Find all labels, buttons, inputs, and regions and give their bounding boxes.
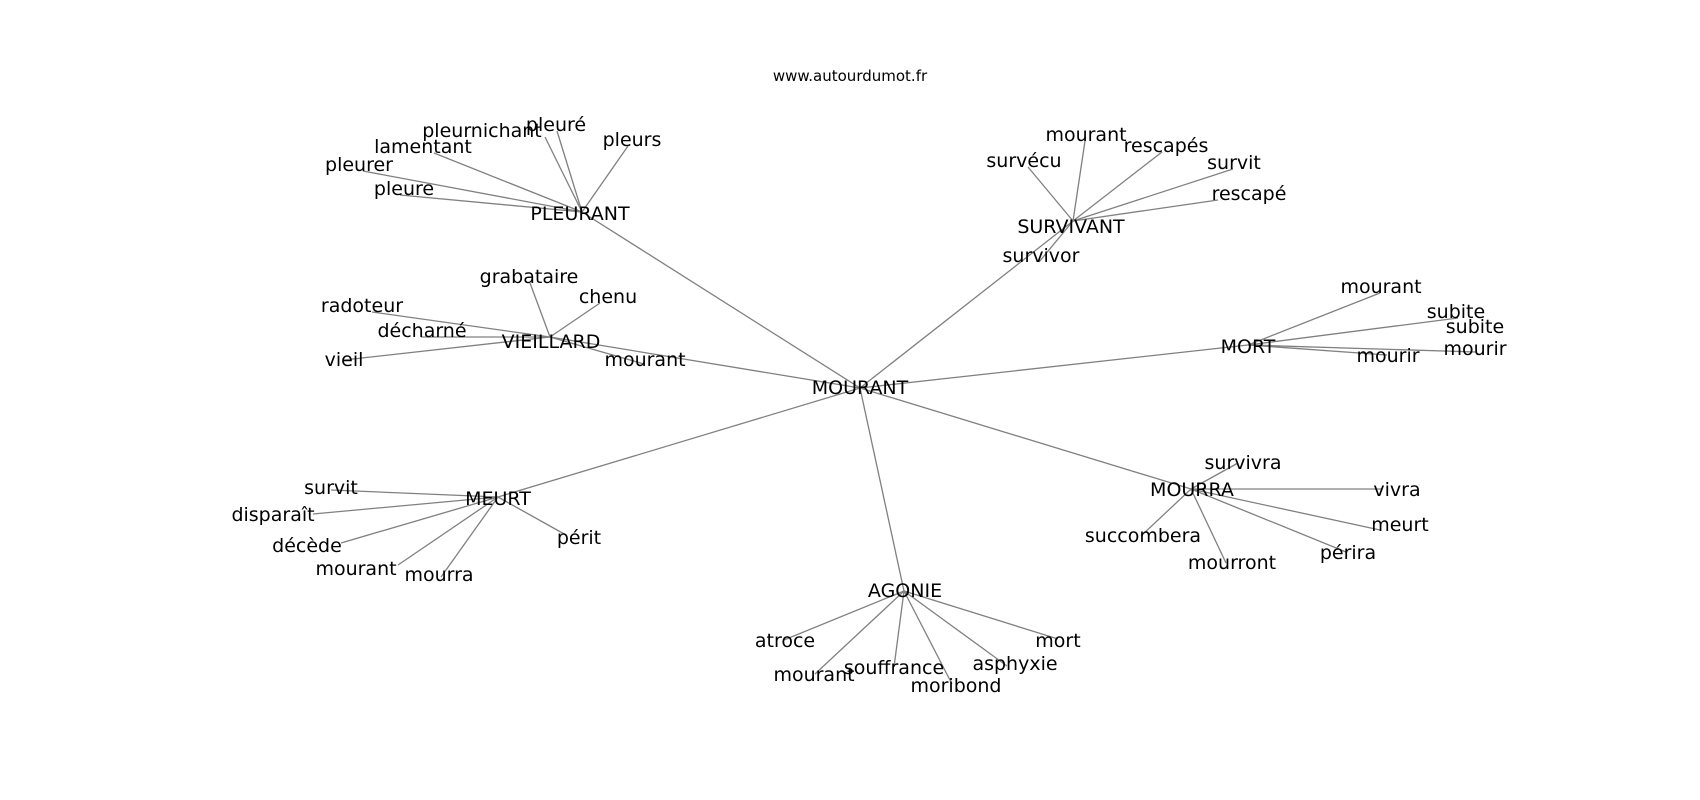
edge-meurt-leaf-4 (440, 496, 499, 578)
edge-vieillard-leaf-0 (529, 282, 551, 338)
edge-survivant-leaf-3 (1072, 168, 1234, 222)
edge-pleurant-leaf-0 (544, 136, 583, 213)
edge-survivant-leaf-1 (1072, 151, 1163, 222)
leaf-label-pleurant-0: pleurnichant (422, 120, 542, 142)
edge-survivant-leaf-0 (1072, 140, 1086, 222)
leaf-label-survivant-5: survivor (1003, 245, 1080, 267)
edge-vieillard-leaf-4 (343, 336, 551, 361)
leaf-label-pleurant-1: pleuré (526, 114, 586, 136)
edge-meurt-leaf-0 (330, 489, 499, 498)
source-site-label: www.autourdumot.fr (773, 67, 928, 85)
edge-survivant-leaf-2 (1027, 166, 1074, 222)
leaf-label-vieillard-2: radoteur (321, 295, 403, 317)
edge-agonie-leaf-0 (783, 590, 905, 641)
leaf-label-meurt-1: disparaît (231, 504, 314, 526)
edge-center-meurt (497, 387, 861, 498)
leaf-label-mourra-4: mourront (1188, 552, 1276, 574)
leaf-label-agonie-0: atroce (755, 630, 815, 652)
leaf-label-meurt-0: survit (304, 477, 358, 499)
leaf-label-vieillard-3: décharné (377, 320, 466, 342)
edge-mourra-leaf-3 (1140, 488, 1192, 537)
edge-agonie-leaf-3 (903, 590, 953, 685)
edge-mourra-leaf-4 (1190, 488, 1227, 564)
edge-pleurant-leaf-4 (362, 170, 583, 213)
leaf-label-meurt-2: décède (272, 535, 342, 557)
hub-label-survivant: SURVIVANT (1017, 216, 1125, 238)
edge-pleurant-leaf-5 (399, 194, 583, 213)
edge-center-vieillard (549, 336, 861, 389)
edge-center-mourra (859, 387, 1192, 490)
edge-center-survivant (859, 220, 1074, 389)
leaf-label-mort-3: mourir (1356, 345, 1419, 367)
edge-pleurant-leaf-1 (556, 130, 583, 213)
edge-meurt-leaf-5 (497, 496, 567, 536)
edge-meurt-leaf-1 (312, 496, 499, 515)
leaf-label-mourra-5: périra (1320, 542, 1376, 564)
leaf-label-meurt-4: mourra (404, 564, 473, 586)
hub-label-vieillard: VIEILLARD (502, 331, 601, 353)
leaf-label-survivant-3: survit (1207, 152, 1261, 174)
graph-labels: www.autourdumot.fr MOURANT PLEURANT pleurn… (231, 67, 1506, 697)
leaf-label-mourra-2: meurt (1371, 514, 1429, 536)
edge-center-mort (859, 344, 1249, 389)
leaf-label-agonie-4: asphyxie (972, 653, 1057, 675)
leaf-label-survivant-0: mourant (1045, 124, 1126, 146)
leaf-label-pleurant-4: pleurer (325, 154, 393, 176)
hub-label-pleurant: PLEURANT (530, 203, 630, 225)
edge-mort-leaf-2 (1247, 344, 1477, 353)
leaf-label-pleurant-5: pleure (374, 178, 434, 200)
center-node-label: MOURANT (812, 377, 909, 399)
leaf-label-meurt-3: mourant (315, 558, 396, 580)
edge-meurt-leaf-3 (397, 496, 499, 566)
edge-vieillard-leaf-5 (549, 336, 645, 365)
leaf-label-meurt-5: périt (557, 527, 601, 549)
edge-pleurant-leaf-3 (433, 152, 583, 213)
leaf-label-mort-0: mourant (1340, 276, 1421, 298)
leaf-label-agonie-1: mourant (773, 664, 854, 686)
leaf-label-pleurant-2: pleurs (603, 129, 662, 151)
leaf-label-mourra-0: survivra (1205, 452, 1282, 474)
edge-center-pleurant (581, 211, 861, 389)
hub-label-agonie: AGONIE (868, 580, 942, 602)
leaf-label-vieillard-1: chenu (579, 286, 637, 308)
edge-survivant-leaf-4 (1072, 199, 1219, 222)
leaf-label-survivant-1: rescapés (1124, 135, 1209, 157)
leaf-label-mourra-1: vivra (1373, 479, 1420, 501)
edge-agonie-leaf-1 (814, 590, 905, 675)
hub-label-mourra: MOURRA (1150, 479, 1234, 501)
graph-edges (312, 130, 1477, 685)
leaf-label-pleurant-3: lamentant (374, 136, 472, 158)
leaf-label-vieillard-5: mourant (604, 349, 685, 371)
edge-vieillard-leaf-2 (371, 311, 551, 338)
edge-meurt-leaf-2 (340, 496, 499, 544)
leaf-label-survivant-2: survécu (986, 150, 1061, 172)
leaf-label-agonie-3: moribond (910, 675, 1001, 697)
edge-mort-leaf-0 (1247, 292, 1381, 346)
edge-mourra-leaf-2 (1190, 488, 1381, 531)
edge-agonie-leaf-4 (903, 590, 1008, 667)
edge-center-agonie (859, 387, 905, 592)
edge-agonie-leaf-2 (893, 590, 905, 668)
leaf-label-survivant-4: rescapé (1212, 183, 1287, 205)
leaf-label-agonie-2: souffrance (844, 657, 944, 679)
leaf-label-vieillard-4: vieil (325, 349, 364, 371)
edge-mort-leaf-1 (1247, 317, 1459, 346)
hub-label-meurt: MEURT (465, 488, 531, 510)
leaf-label-mourra-3: succombera (1085, 525, 1201, 547)
edge-vieillard-leaf-1 (549, 302, 601, 338)
leaf-label-vieillard-0: grabataire (480, 266, 579, 288)
edge-agonie-leaf-5 (903, 590, 1059, 640)
edge-mourra-leaf-5 (1190, 488, 1347, 553)
leaf-label-mort-1: subite (1427, 301, 1485, 323)
leaf-label-agonie-5: mort (1035, 630, 1080, 652)
edge-mourra-leaf-0 (1190, 462, 1239, 490)
edge-mort-leaf-3 (1247, 344, 1388, 356)
hub-label-mort: MORT (1221, 336, 1276, 358)
edge-survivant-leaf-5 (1038, 220, 1074, 263)
edge-pleurant-leaf-2 (581, 145, 629, 213)
